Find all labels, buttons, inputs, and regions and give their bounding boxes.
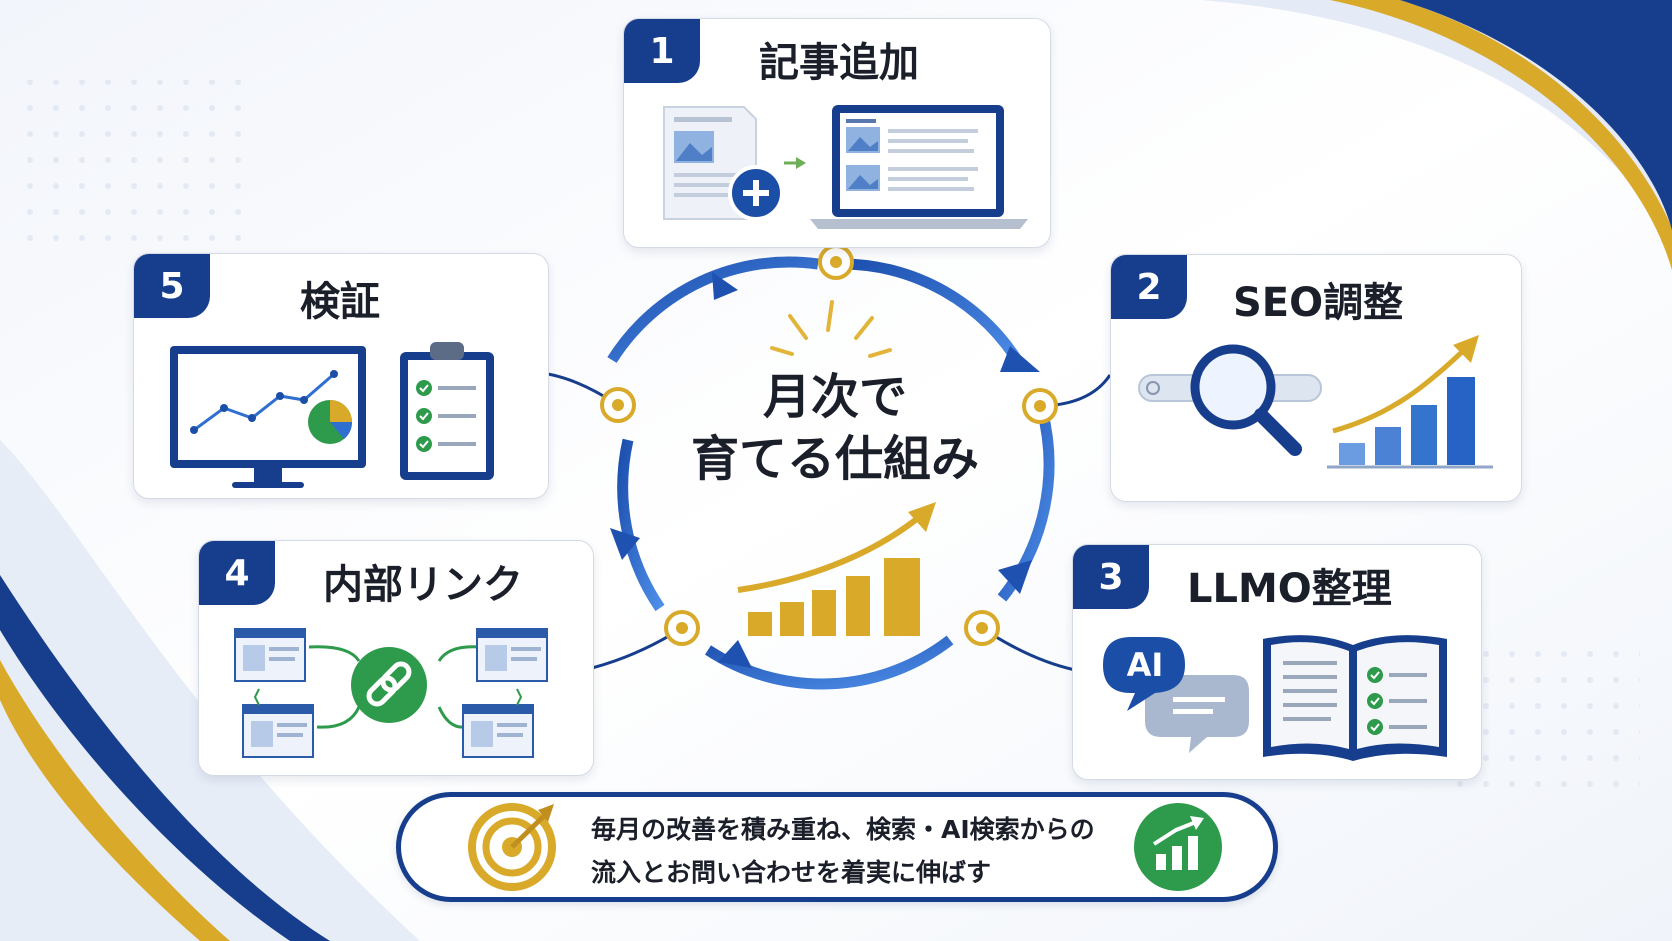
banner-text-line2: 流入とお問い合わせを着実に伸ばす: [591, 858, 992, 887]
chain-link-icon: [351, 647, 427, 723]
step-title: 記事追加: [759, 40, 919, 86]
step-title: LLMO整理: [1187, 566, 1392, 612]
target-icon: [468, 803, 556, 891]
step-card-llmo-organize: 3 LLMO整理 AI: [1072, 544, 1482, 780]
magnifier-icon: [1138, 344, 1322, 456]
step-number-badge: 1: [624, 19, 700, 83]
step-title: 内部リンク: [323, 562, 523, 608]
step-number-badge: 2: [1111, 255, 1187, 319]
step-number-badge: 3: [1073, 545, 1149, 609]
step-card-article-add: 1 記事追加: [623, 18, 1051, 248]
laptop-article-icon: [810, 105, 1028, 229]
monitor-analytics-icon: [170, 346, 366, 488]
step-title: 検証: [300, 279, 380, 325]
open-book-checklist-icon: [1263, 635, 1447, 761]
step-card-internal-link: 4 内部リンク: [198, 540, 594, 776]
center-title-line1: 月次で: [762, 369, 907, 425]
step-number-badge: 4: [199, 541, 275, 605]
linked-pages-icon: [234, 628, 548, 758]
step-title: SEO調整: [1233, 280, 1404, 326]
banner-text-line1: 毎月の改善を積み重ね、検索・AI検索からの: [591, 815, 1095, 844]
sparkle-icon: [770, 300, 892, 358]
growth-bar-chart-icon: [1327, 335, 1493, 469]
cycle-arrowheads: [610, 272, 1040, 668]
summary-banner: 毎月の改善を積み重ね、検索・AI検索からの 流入とお問い合わせを着実に伸ばす: [396, 792, 1278, 902]
growth-badge-icon: [1134, 803, 1222, 891]
center-title-line2: 育てる仕組み: [690, 431, 979, 487]
step-card-seo-adjust: 2 SEO調整: [1110, 254, 1522, 502]
document-add-icon: [663, 106, 806, 221]
step-number-badge: 5: [134, 254, 210, 318]
center-growth-chart-icon: [737, 502, 936, 636]
cycle-nodes: [600, 244, 1058, 646]
clipboard-checklist-icon: [400, 342, 494, 480]
ai-bubble-label: AI: [1126, 646, 1164, 684]
ai-chat-bubble-icon: [1103, 637, 1249, 753]
step-card-verification: 5 検証: [133, 253, 549, 499]
